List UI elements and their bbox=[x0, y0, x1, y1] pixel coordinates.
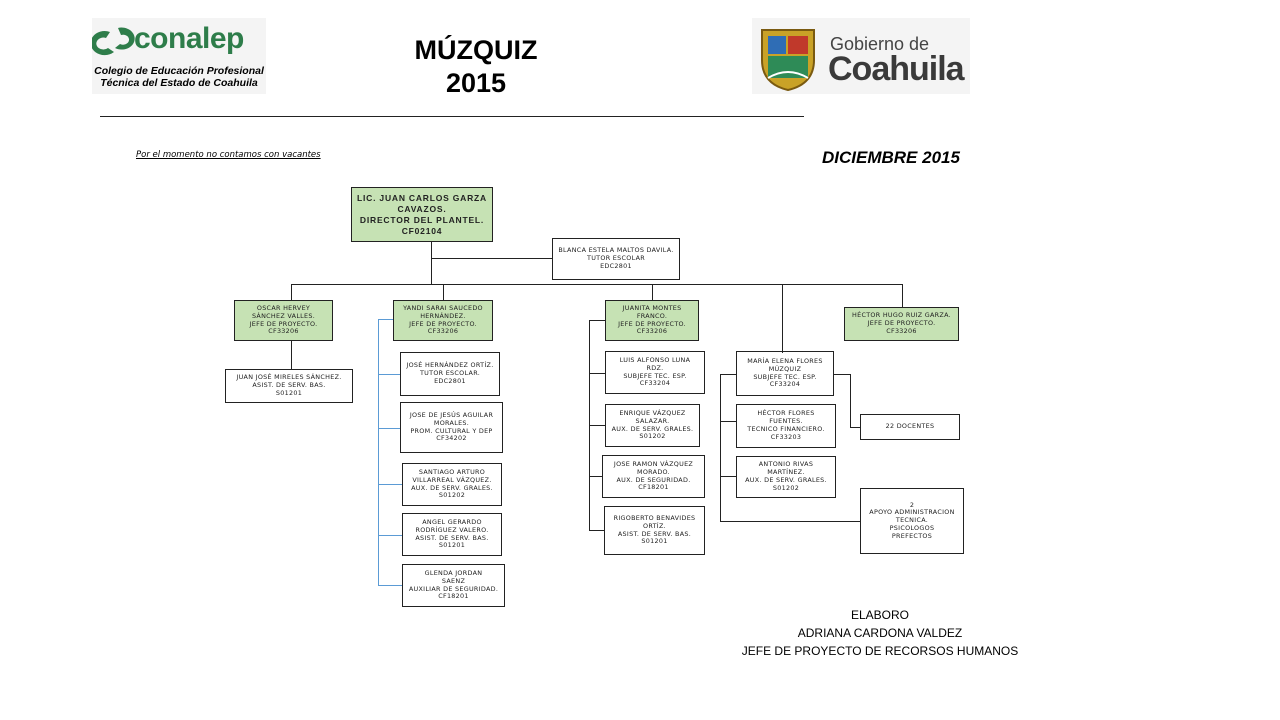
connector bbox=[431, 258, 552, 259]
connector bbox=[834, 374, 850, 375]
org-box-docentes: 22 DOCENTES bbox=[860, 414, 960, 440]
org-box-text: 2 APOYO ADMINISTRACION TECNICA. PSICOLOG… bbox=[869, 500, 955, 540]
connector bbox=[720, 521, 860, 522]
conalep-subtitle-line2: Técnica del Estado de Coahuila bbox=[100, 77, 258, 89]
org-box-text: LUIS ALFONSO LUNA RDZ. SUBJEFE TEC. ESP.… bbox=[619, 355, 691, 388]
coahuila-text: Coahuila bbox=[828, 50, 965, 88]
conalep-subtitle-line1: Colegio de Educación Profesional bbox=[94, 65, 264, 77]
org-box-staff: GLENDA JORDAN SAENZ AUXILIAR DE SEGURIDA… bbox=[402, 564, 505, 607]
prepared-by-label: ELABORO bbox=[850, 608, 910, 622]
org-box-text: BLANCA ESTELA MALTOS DAVILA. TUTOR ESCOL… bbox=[558, 246, 674, 270]
org-box-text: HÉCTOR HUGO RUIZ GARZA. JEFE DE PROYECTO… bbox=[852, 311, 951, 335]
org-box-text: HÉCTOR FLORES FUENTES. TECNICO FINANCIER… bbox=[747, 409, 825, 441]
org-box-text: JOSE DE JESÚS AGUILAR MORALES. PROM. CUL… bbox=[409, 410, 494, 443]
org-box-tutor: BLANCA ESTELA MALTOS DAVILA. TUTOR ESCOL… bbox=[552, 238, 680, 280]
conalep-brand-text: conalep bbox=[134, 22, 244, 55]
org-box-text: RIGOBERTO BENAVIDES ORTÍZ. ASIST. DE SER… bbox=[613, 513, 696, 546]
page-title: MÚZQUIZ 2015 bbox=[376, 34, 576, 100]
title-line-2: 2015 bbox=[445, 68, 507, 98]
org-box-text: GLENDA JORDAN SAENZ AUXILIAR DE SEGURIDA… bbox=[408, 568, 499, 601]
conalep-logo: conalep Colegio de Educación Profesional… bbox=[90, 18, 266, 94]
org-box-staff: MARÍA ELENA FLORES MÚZQUIZ SUBJEFE TEC. … bbox=[736, 351, 834, 396]
org-box-staff: LUIS ALFONSO LUNA RDZ. SUBJEFE TEC. ESP.… bbox=[605, 351, 705, 394]
org-box-text: JOSÉ HERNÁNDEZ ORTÍZ. TUTOR ESCOLAR. EDC… bbox=[406, 361, 494, 385]
connector bbox=[720, 421, 736, 422]
header-divider bbox=[100, 116, 804, 117]
org-box-text: LIC. JUAN CARLOS GARZA CAVAZOS. DIRECTOR… bbox=[357, 192, 487, 236]
org-box-head: YANDI SARAI SAUCEDO HERNÁNDEZ. JEFE DE P… bbox=[393, 300, 493, 341]
prepared-by-role: JEFE DE PROYECTO DE RECORSOS HUMANOS bbox=[741, 644, 1019, 658]
connector bbox=[782, 284, 783, 353]
org-box-text: SANTIAGO ARTURO VILLARREAL VÁZQUEZ. AUX.… bbox=[411, 467, 493, 500]
org-box-apoyo: 2 APOYO ADMINISTRACION TECNICA. PSICOLOG… bbox=[860, 488, 964, 554]
connector bbox=[291, 284, 903, 285]
org-box-text: JOSE RAMON VÁZQUEZ MORADO. AUX. DE SEGUR… bbox=[613, 459, 694, 492]
connector bbox=[291, 284, 292, 300]
connector bbox=[850, 427, 860, 428]
org-box-staff: JUAN JOSÉ MIRELES SÁNCHEZ. ASIST. DE SER… bbox=[225, 369, 353, 403]
connector-blue bbox=[378, 535, 402, 536]
connector bbox=[720, 374, 736, 375]
connector bbox=[902, 284, 903, 307]
connector bbox=[589, 530, 604, 531]
connector bbox=[720, 476, 736, 477]
connector-blue bbox=[378, 428, 400, 429]
conalep-mark-icon bbox=[90, 18, 266, 94]
org-box-staff: SANTIAGO ARTURO VILLARREAL VÁZQUEZ. AUX.… bbox=[402, 463, 502, 506]
org-box-staff: JOSE RAMON VÁZQUEZ MORADO. AUX. DE SEGUR… bbox=[602, 455, 705, 498]
org-box-staff: ANTONIO RIVAS MARTÍNEZ. AUX. DE SERV. GR… bbox=[736, 456, 836, 498]
coahuila-logo: Gobierno de Coahuila bbox=[752, 18, 970, 94]
connector bbox=[589, 425, 605, 426]
month-label: DICIEMBRE 2015 bbox=[822, 148, 960, 167]
connector bbox=[291, 341, 292, 369]
connector bbox=[431, 242, 432, 284]
org-box-head: JUANITA MONTES FRANCO. JEFE DE PROYECTO.… bbox=[605, 300, 699, 341]
connector bbox=[443, 284, 444, 300]
org-box-director: LIC. JUAN CARLOS GARZA CAVAZOS. DIRECTOR… bbox=[351, 187, 493, 242]
gobierno-de-text: Gobierno de bbox=[830, 34, 930, 54]
connector-blue bbox=[378, 585, 402, 586]
connector bbox=[720, 374, 721, 522]
connector-blue bbox=[378, 319, 393, 320]
connector-blue bbox=[378, 484, 402, 485]
connector bbox=[652, 284, 653, 300]
org-box-text: JUAN JOSÉ MIRELES SÁNCHEZ. ASIST. DE SER… bbox=[236, 373, 342, 397]
connector bbox=[589, 320, 605, 321]
org-box-text: MARÍA ELENA FLORES MÚZQUIZ SUBJEFE TEC. … bbox=[747, 356, 823, 389]
org-box-text: OSCAR HERVEY SÁNCHEZ VALLES. JEFE DE PRO… bbox=[249, 303, 318, 336]
org-box-staff: JOSE DE JESÚS AGUILAR MORALES. PROM. CUL… bbox=[400, 402, 503, 453]
org-box-text: 22 DOCENTES bbox=[885, 422, 935, 431]
org-box-staff: HÉCTOR FLORES FUENTES. TECNICO FINANCIER… bbox=[736, 404, 836, 448]
org-box-text: ENRIQUE VÁZQUEZ SALAZAR. AUX. DE SERV. G… bbox=[611, 408, 694, 441]
prepared-by-name: ADRIANA CARDONA VALDEZ bbox=[797, 626, 963, 640]
connector-blue bbox=[378, 374, 400, 375]
connector bbox=[589, 373, 605, 374]
coahuila-shield-icon bbox=[752, 18, 970, 94]
org-box-staff: RIGOBERTO BENAVIDES ORTÍZ. ASIST. DE SER… bbox=[604, 506, 705, 555]
org-box-text: ANTONIO RIVAS MARTÍNEZ. AUX. DE SERV. GR… bbox=[745, 460, 827, 492]
title-line-1: MÚZQUIZ bbox=[414, 35, 538, 65]
vacancy-note: Por el momento no contamos con vacantes bbox=[136, 150, 321, 160]
org-box-staff: JOSÉ HERNÁNDEZ ORTÍZ. TUTOR ESCOLAR. EDC… bbox=[400, 352, 500, 396]
org-box-text: JUANITA MONTES FRANCO. JEFE DE PROYECTO.… bbox=[618, 303, 686, 336]
org-box-text: YANDI SARAI SAUCEDO HERNÁNDEZ. JEFE DE P… bbox=[403, 303, 483, 336]
connector bbox=[589, 476, 602, 477]
connector bbox=[850, 374, 851, 428]
org-box-head: OSCAR HERVEY SÁNCHEZ VALLES. JEFE DE PRO… bbox=[234, 300, 333, 341]
org-box-staff: ENRIQUE VÁZQUEZ SALAZAR. AUX. DE SERV. G… bbox=[605, 404, 700, 447]
conalep-subtitle: Colegio de Educación Profesional Técnica… bbox=[92, 65, 266, 89]
prepared-by: ELABORO ADRIANA CARDONA VALDEZ JEFE DE P… bbox=[720, 606, 1040, 660]
org-box-text: ANGEL GERARDO RODRÍGUEZ VALERO. ASIST. D… bbox=[415, 517, 489, 550]
org-box-staff: ANGEL GERARDO RODRÍGUEZ VALERO. ASIST. D… bbox=[402, 513, 502, 556]
org-box-head: HÉCTOR HUGO RUIZ GARZA. JEFE DE PROYECTO… bbox=[844, 307, 959, 341]
connector-blue bbox=[378, 319, 379, 585]
